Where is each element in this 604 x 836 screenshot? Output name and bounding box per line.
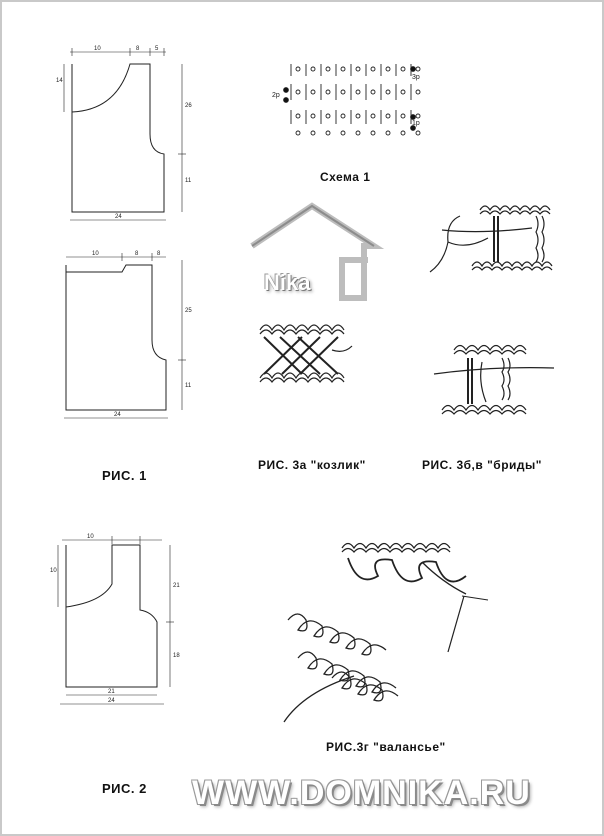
scheme-chain-dot (385, 66, 391, 72)
scheme-row-marker (410, 114, 416, 120)
fig-3bv-caption: РИС. 3б,в "бриды" (422, 458, 542, 472)
dim-label: 24 (108, 698, 115, 704)
fig-3g-drawing (283, 542, 489, 723)
scheme-chain-dot (295, 89, 301, 95)
dim-label: 18 (173, 653, 180, 659)
dim-label: 8 (157, 251, 161, 257)
dim-label: 5 (155, 46, 159, 52)
dim-label: 21 (108, 689, 115, 695)
scheme-chain-dot (400, 130, 406, 136)
pattern-1 (63, 48, 186, 221)
dim-label: 10 (87, 534, 94, 540)
scheme-chain-dot (355, 130, 361, 136)
scheme-chain-dot (385, 89, 391, 95)
scheme-row-marker (410, 125, 416, 131)
scheme-chain-dot (385, 130, 391, 136)
scheme-label-left: 2р (272, 92, 280, 99)
logo-house (250, 202, 385, 301)
fig-3g-caption: РИС.3г "валансье" (326, 740, 446, 754)
scheme-chain-dot (325, 113, 331, 119)
scheme-chain-dot (415, 89, 421, 95)
dim-label: 24 (115, 214, 122, 220)
scheme-chain-dot (340, 89, 346, 95)
scheme-1-caption: Схема 1 (320, 170, 371, 184)
scheme-chain-dot (370, 66, 376, 72)
scheme-chain-dot (415, 66, 421, 72)
scheme-chain-dot (400, 66, 406, 72)
scheme-chain-dot (340, 130, 346, 136)
dim-label: 14 (56, 78, 63, 84)
scheme-chain-dot (355, 113, 361, 119)
pattern-3 (57, 536, 174, 705)
fig-3b-drawing (429, 205, 553, 273)
dim-label: 24 (114, 412, 121, 418)
dim-label: 10 (92, 251, 99, 257)
scheme-chain-dot (325, 66, 331, 72)
fig-3a-caption: РИС. 3а "козлик" (258, 458, 366, 472)
fig-3v-drawing (433, 344, 555, 415)
dim-label: 11 (185, 178, 192, 184)
dim-label: 10 (94, 46, 101, 52)
scheme-1-grid (283, 64, 421, 136)
scheme-chain-dot (310, 89, 316, 95)
dim-label: 25 (185, 308, 192, 314)
dim-label: 26 (185, 103, 192, 109)
scheme-row-marker (410, 66, 416, 72)
dim-label: 8 (136, 46, 140, 52)
scheme-chain-dot (295, 66, 301, 72)
scheme-chain-dot (325, 89, 331, 95)
scheme-chain-dot (295, 130, 301, 136)
scheme-chain-dot (400, 89, 406, 95)
dim-label: 21 (173, 583, 180, 589)
fig-3a-drawing (259, 324, 353, 383)
footer-url[interactable]: WWW.DOMNIKA.RU (192, 774, 531, 812)
scheme-chain-dot (415, 113, 421, 119)
dim-label: 10 (50, 568, 57, 574)
scheme-row-marker (283, 97, 289, 103)
scheme-chain-dot (310, 113, 316, 119)
fig-2-caption: РИС. 2 (102, 781, 147, 796)
scheme-chain-dot (310, 130, 316, 136)
scheme-label-right-top: 3р (412, 74, 420, 81)
scheme-chain-dot (295, 113, 301, 119)
dim-label: 11 (185, 383, 192, 389)
scheme-label-right-bottom: 1р (412, 120, 420, 127)
scheme-chain-dot (415, 130, 421, 136)
scheme-chain-dot (400, 113, 406, 119)
dim-label: 8 (135, 251, 139, 257)
scheme-chain-dot (340, 113, 346, 119)
scheme-chain-dot (310, 66, 316, 72)
scheme-chain-dot (370, 89, 376, 95)
pattern-2 (64, 253, 186, 419)
scheme-row-marker (283, 87, 289, 93)
scheme-chain-dot (370, 130, 376, 136)
scheme-chain-dot (340, 66, 346, 72)
scheme-chain-dot (370, 113, 376, 119)
scheme-chain-dot (355, 66, 361, 72)
logo-text: Nika (264, 270, 311, 295)
fig-1-caption: РИС. 1 (102, 468, 147, 483)
scheme-chain-dot (355, 89, 361, 95)
scheme-chain-dot (385, 113, 391, 119)
scheme-chain-dot (325, 130, 331, 136)
